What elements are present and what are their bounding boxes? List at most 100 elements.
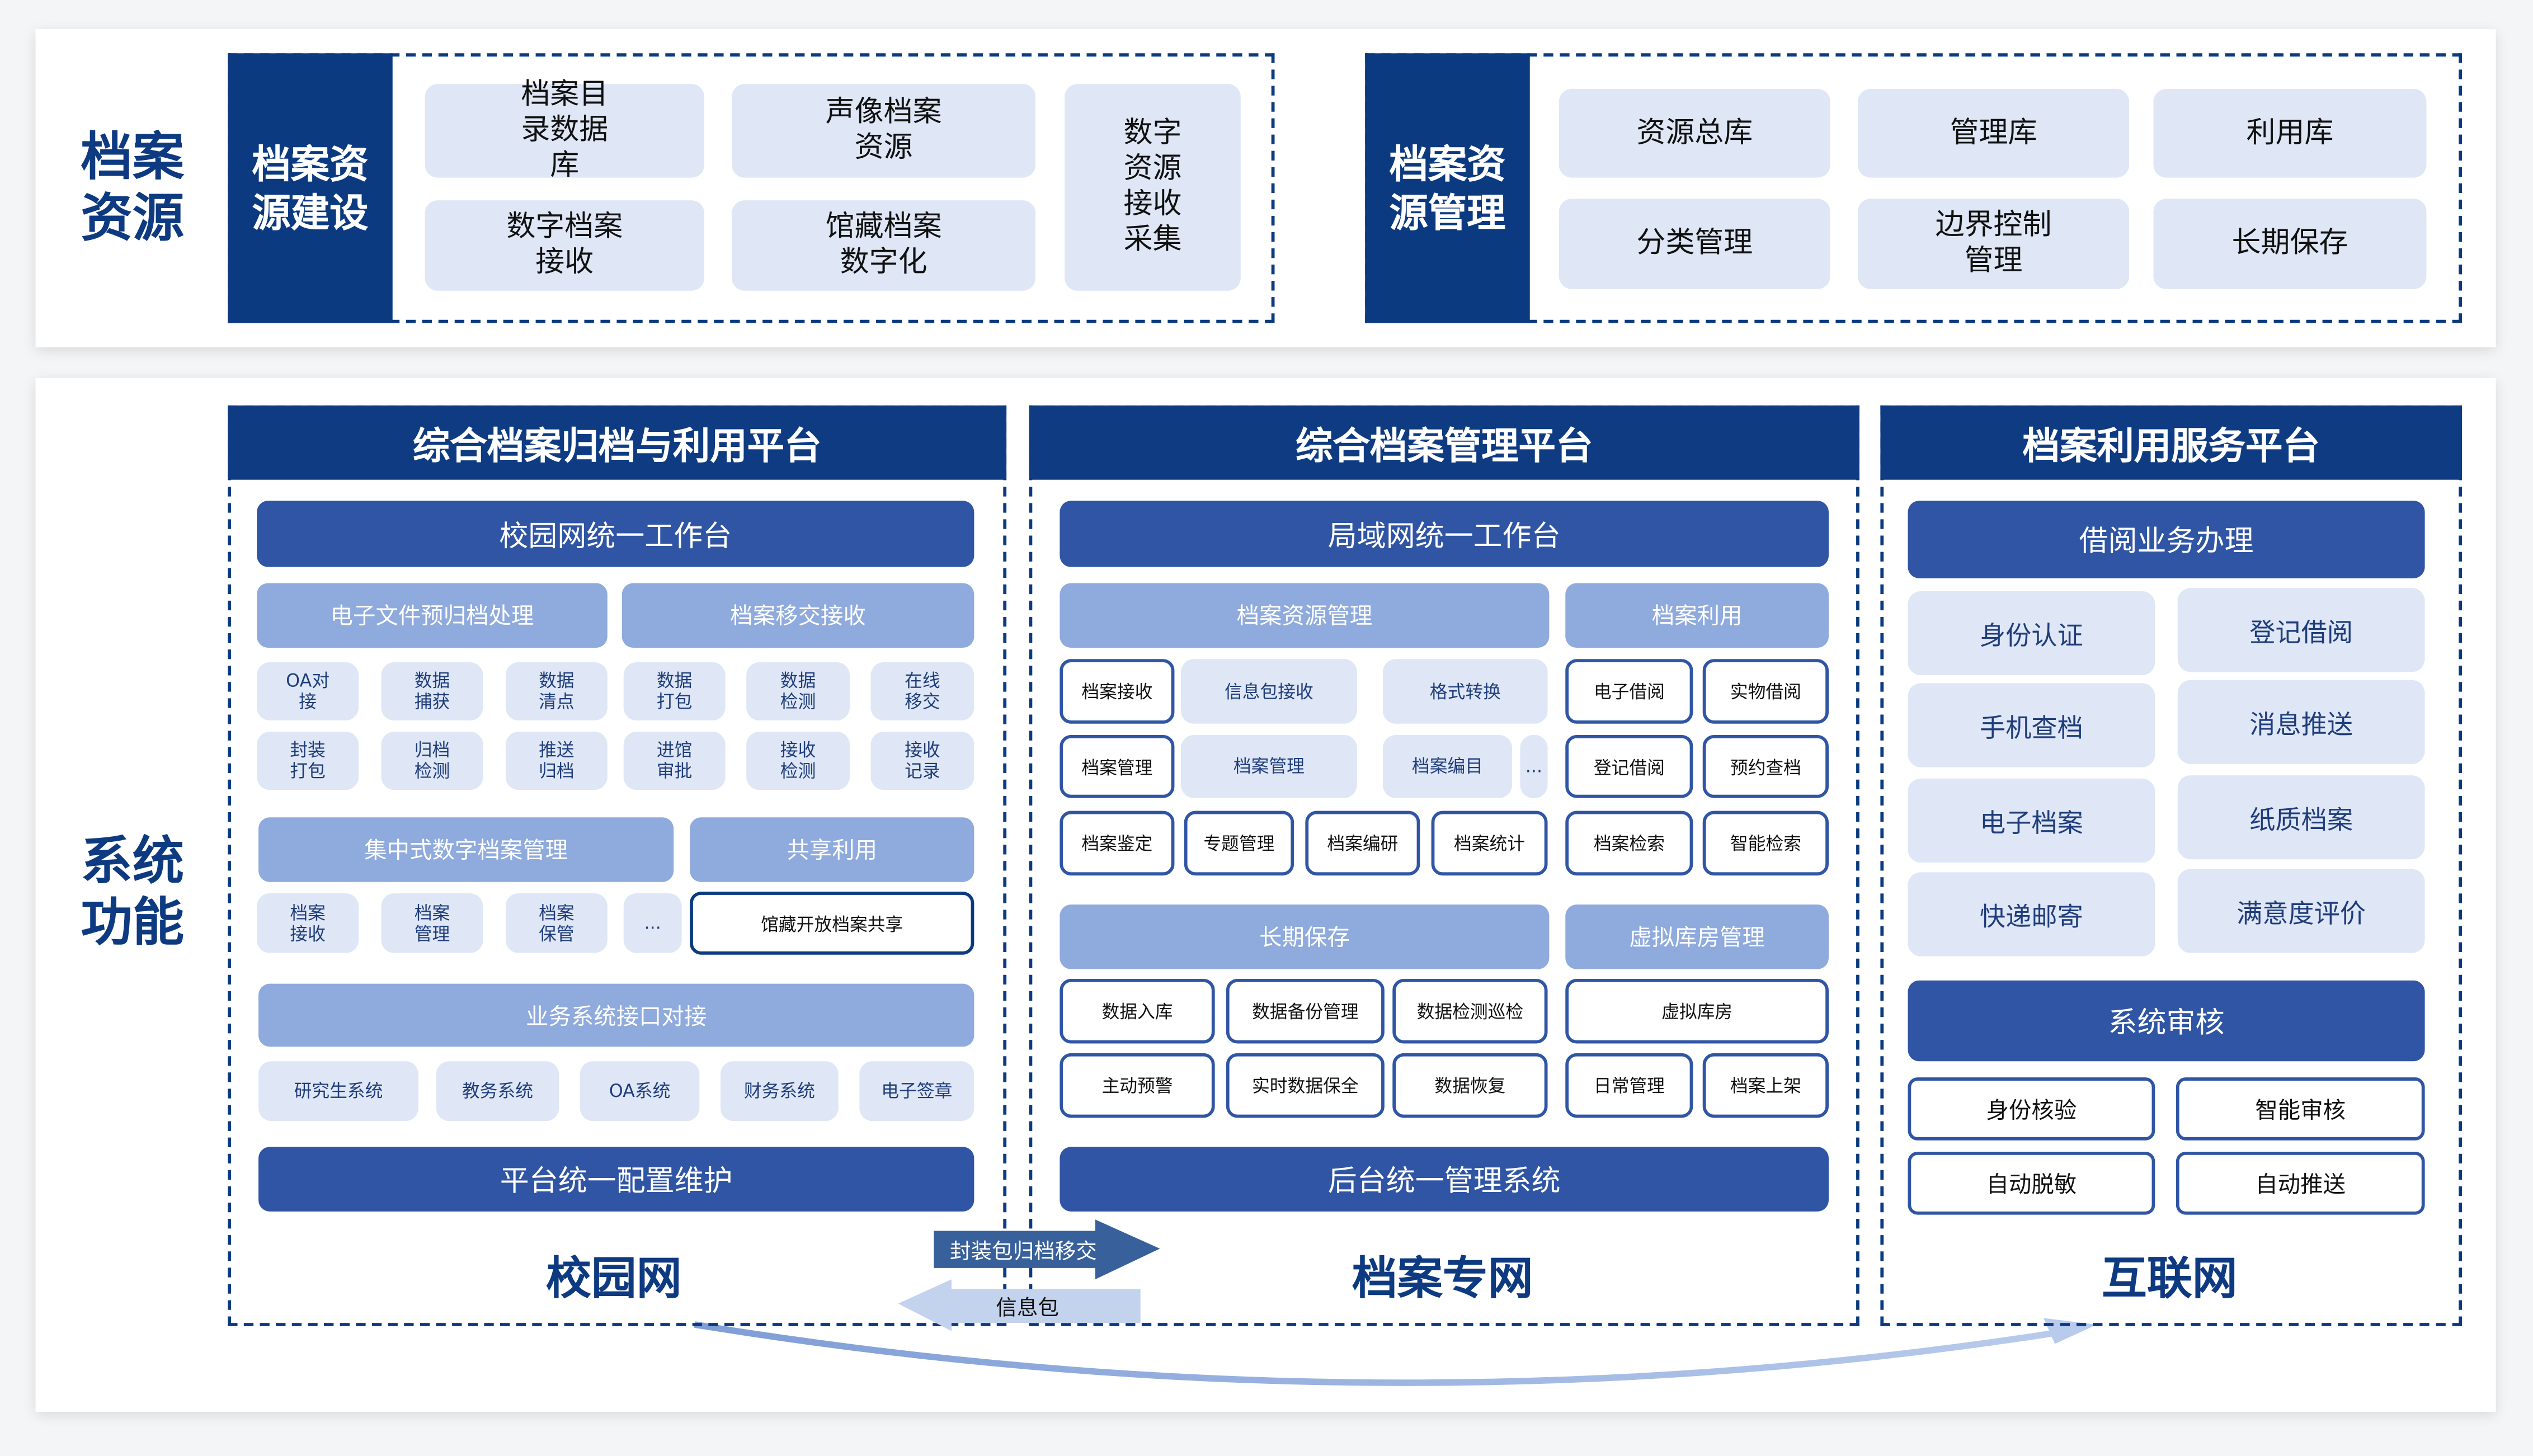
borrow-item: 消息推送 — [2177, 680, 2425, 764]
grid-cell: 归档检测 — [381, 732, 483, 790]
col2-sub3: 长期保存 — [1060, 904, 1550, 969]
col1-header: 综合档案归档与利用平台 — [228, 405, 1007, 480]
r1-cell: 档案接收 — [1060, 659, 1175, 724]
resources-card — [35, 29, 2496, 347]
r1-cell: 信息包接收 — [1180, 659, 1357, 724]
central-item: ... — [623, 893, 682, 953]
manage-item: 资源总库 — [1559, 88, 1830, 178]
r2-cell: 预约查档 — [1702, 734, 1829, 798]
build-item: 馆藏档案数字化 — [732, 200, 1036, 291]
col1-footer: 平台统一配置维护 — [258, 1147, 974, 1212]
r4-cell: 虚拟库房 — [1565, 979, 1829, 1044]
col2-sub1: 档案资源管理 — [1060, 583, 1550, 648]
grid-cell: 数据打包 — [623, 662, 726, 720]
r5-cell: 档案上架 — [1702, 1053, 1829, 1118]
back-arrow-label: 信息包 — [996, 1296, 1059, 1321]
col2-sub2: 档案利用 — [1565, 583, 1829, 648]
manage-title: 档案资源管理 — [1365, 53, 1530, 323]
iface-item: 财务系统 — [720, 1061, 839, 1122]
r3-cell: 档案统计 — [1431, 811, 1548, 876]
borrow-item: 身份认证 — [1908, 591, 2155, 676]
manage-item: 长期保存 — [2153, 199, 2427, 289]
r2-cell: 档案管理 — [1180, 734, 1357, 798]
col1-central: 集中式数字档案管理 — [258, 817, 674, 882]
r2-cell: 登记借阅 — [1565, 734, 1693, 798]
share-item: 馆藏开放档案共享 — [690, 892, 974, 955]
borrow-item: 快递邮寄 — [1908, 872, 2155, 956]
manage-item: 分类管理 — [1559, 199, 1830, 289]
build-item: 声像档案资源 — [732, 84, 1036, 178]
grid-cell: 接收检测 — [746, 732, 850, 790]
central-item: 档案保管 — [505, 893, 608, 953]
borrow-item: 纸质档案 — [2177, 775, 2425, 860]
r1-cell: 实物借阅 — [1702, 659, 1829, 724]
col2-workbench: 局域网统一工作台 — [1060, 501, 1829, 567]
col3-net: 互联网 — [2101, 1252, 2238, 1306]
r4-cell: 数据检测巡检 — [1392, 979, 1548, 1044]
grid-cell: 数据清点 — [505, 662, 608, 720]
col1-iface: 业务系统接口对接 — [258, 983, 974, 1047]
r5-cell: 主动预警 — [1060, 1053, 1215, 1118]
build-item: 数字资源接收采集 — [1065, 84, 1241, 291]
col2-footer: 后台统一管理系统 — [1060, 1147, 1829, 1212]
grid-cell: 推送归档 — [505, 732, 608, 790]
col2-header: 综合档案管理平台 — [1029, 405, 1859, 480]
r4-cell: 数据备份管理 — [1226, 979, 1385, 1044]
central-item: 档案管理 — [381, 893, 483, 953]
r3-cell: 档案鉴定 — [1060, 811, 1175, 876]
grid-cell: 进馆审批 — [623, 732, 726, 790]
r3-cell: 档案检索 — [1565, 811, 1693, 876]
grid-cell: 数据检测 — [746, 662, 850, 720]
audit-item: 身份核验 — [1908, 1077, 2155, 1141]
back-arrow: 信息包 — [898, 1279, 1141, 1331]
manage-item: 边界控制管理 — [1857, 199, 2130, 289]
r4-cell: 数据入库 — [1060, 979, 1215, 1044]
col3-audit: 系统审核 — [1908, 980, 2425, 1062]
grid-cell: 数据捕获 — [381, 662, 483, 720]
r5-cell: 数据恢复 — [1392, 1053, 1548, 1118]
col1-workbench: 校园网统一工作台 — [257, 501, 974, 567]
col1-share: 共享利用 — [690, 817, 974, 882]
iface-item: 研究生系统 — [258, 1061, 418, 1122]
iface-item: 教务系统 — [436, 1061, 559, 1122]
resources-label: 档案资源 — [81, 126, 185, 249]
r2-cell: 档案编目 — [1382, 734, 1512, 798]
col2-net: 档案专网 — [1352, 1252, 1533, 1306]
grid-cell: OA对接 — [257, 662, 359, 720]
iface-item: 电子签章 — [859, 1061, 974, 1122]
col3-borrow: 借阅业务办理 — [1908, 501, 2425, 578]
iface-item: OA系统 — [580, 1061, 700, 1122]
grid-cell: 封装打包 — [257, 732, 359, 790]
grid-cell: 接收记录 — [870, 732, 974, 790]
col1-sub2: 档案移交接收 — [622, 583, 974, 648]
manage-item: 管理库 — [1857, 88, 2130, 178]
manage-item: 利用库 — [2153, 88, 2427, 178]
grid-cell: 在线移交 — [870, 662, 974, 720]
central-item: 档案接收 — [257, 893, 359, 953]
audit-item: 自动推送 — [2176, 1152, 2425, 1215]
borrow-item: 手机查档 — [1908, 683, 2155, 767]
r3-cell: 智能检索 — [1702, 811, 1829, 876]
forward-arrow: 封装包归档移交 — [934, 1219, 1160, 1280]
borrow-item: 电子档案 — [1908, 778, 2155, 863]
r3-cell: 档案编研 — [1305, 811, 1420, 876]
col1-net: 校园网 — [546, 1252, 682, 1306]
col3-header: 档案利用服务平台 — [1880, 405, 2463, 480]
r3-cell: 专题管理 — [1184, 811, 1294, 876]
borrow-item: 登记借阅 — [2177, 588, 2425, 672]
col2-sub4: 虚拟库房管理 — [1565, 904, 1829, 969]
borrow-item: 满意度评价 — [2177, 869, 2425, 953]
functions-label: 系统功能 — [81, 830, 185, 953]
r5-cell: 实时数据保全 — [1226, 1053, 1385, 1118]
r2-cell: ... — [1520, 734, 1548, 798]
r1-cell: 电子借阅 — [1565, 659, 1693, 724]
build-item: 档案目录数据库 — [425, 78, 705, 182]
r1-cell: 格式转换 — [1382, 659, 1548, 724]
build-item: 数字档案接收 — [425, 200, 705, 291]
r2-cell: 档案管理 — [1060, 734, 1175, 798]
r5-cell: 日常管理 — [1565, 1053, 1693, 1118]
audit-item: 智能审核 — [2176, 1077, 2425, 1141]
col1-sub1: 电子文件预归档处理 — [257, 583, 608, 648]
forward-arrow-label: 封装包归档移交 — [950, 1240, 1097, 1265]
build-title: 档案资源建设 — [228, 53, 393, 323]
